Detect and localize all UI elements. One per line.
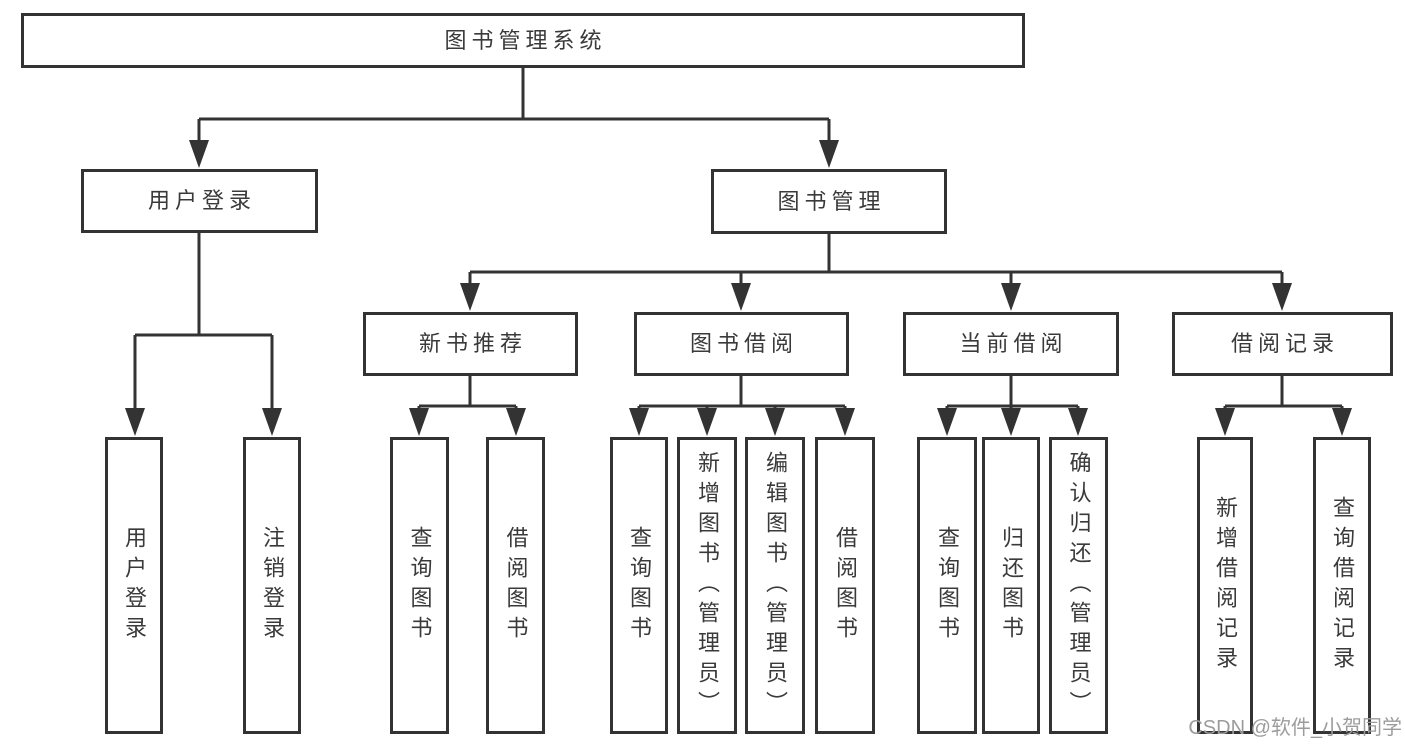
arrow-down-icon — [1068, 408, 1088, 436]
watermark: CSDN @软件_小贺同学 — [1188, 717, 1402, 739]
node-current-borrow: 当前借阅 — [903, 312, 1119, 376]
leaf-bb-query-books-label: 查询图书 — [627, 525, 652, 646]
leaf-bb-edit-books-admin-label: 编辑图书（管理员） — [763, 450, 788, 721]
arrow-down-icon — [1001, 408, 1021, 436]
node-current-borrow-label: 当前借阅 — [959, 331, 1068, 356]
leaf-cb-return-books-label: 归还图书 — [999, 525, 1024, 646]
leaf-br-query-record-label: 查询借阅记录 — [1330, 495, 1355, 676]
arrow-down-icon — [460, 283, 480, 311]
leaf-bb-borrow-books-label: 借阅图书 — [833, 525, 858, 646]
arrow-down-icon — [819, 140, 839, 168]
arrow-down-icon — [765, 408, 785, 436]
leaf-cb-confirm-return-admin-label: 确认归还（管理员） — [1066, 450, 1092, 721]
node-root: 图书管理系统 — [21, 13, 1025, 68]
leaf-nbr-query-books: 查询图书 — [390, 437, 449, 734]
leaf-user-login: 用户登录 — [105, 437, 163, 734]
arrowheads — [125, 140, 1352, 436]
leaf-user-login-label: 用户登录 — [122, 525, 147, 646]
leaf-bb-add-books-admin-label: 新增图书（管理员） — [695, 450, 720, 721]
leaf-bb-edit-books-admin: 编辑图书（管理员） — [745, 437, 805, 734]
node-root-label: 图书管理系统 — [444, 27, 607, 53]
node-new-book-recommend-label: 新书推荐 — [418, 331, 527, 356]
leaf-cb-confirm-return-admin: 确认归还（管理员） — [1049, 437, 1108, 734]
arrow-down-icon — [1272, 283, 1292, 311]
leaf-logout: 注销登录 — [243, 437, 301, 734]
leaf-nbr-query-books-label: 查询图书 — [407, 525, 433, 646]
node-user-login: 用户登录 — [81, 169, 318, 233]
node-book-borrow: 图书借阅 — [634, 312, 849, 376]
leaf-nbr-borrow-books: 借阅图书 — [486, 437, 545, 734]
leaf-nbr-borrow-books-label: 借阅图书 — [503, 525, 529, 646]
arrow-down-icon — [697, 408, 717, 436]
leaf-bb-query-books: 查询图书 — [610, 437, 668, 734]
leaf-br-add-record-label: 新增借阅记录 — [1213, 495, 1238, 676]
leaf-cb-return-books: 归还图书 — [982, 437, 1040, 734]
arrow-down-icon — [629, 408, 649, 436]
leaf-logout-label: 注销登录 — [260, 525, 285, 646]
node-book-management: 图书管理 — [711, 169, 947, 234]
node-borrow-records: 借阅记录 — [1172, 312, 1393, 376]
arrow-down-icon — [1332, 408, 1352, 436]
arrow-down-icon — [1215, 408, 1235, 436]
node-book-borrow-label: 图书借阅 — [689, 331, 798, 356]
leaf-br-query-record: 查询借阅记录 — [1313, 437, 1371, 734]
node-book-management-label: 图书管理 — [777, 188, 886, 214]
connector-stems — [133, 67, 1344, 412]
arrow-down-icon — [937, 408, 957, 436]
arrow-down-icon — [1001, 283, 1021, 311]
leaf-cb-query-books-label: 查询图书 — [935, 525, 960, 646]
leaf-br-add-record: 新增借阅记录 — [1197, 437, 1253, 734]
node-new-book-recommend: 新书推荐 — [363, 312, 578, 376]
arrow-down-icon — [409, 408, 429, 436]
leaf-bb-borrow-books: 借阅图书 — [815, 437, 875, 734]
node-user-login-label: 用户登录 — [147, 188, 256, 213]
arrow-down-icon — [731, 283, 751, 311]
arrow-down-icon — [189, 140, 209, 168]
arrow-down-icon — [506, 408, 526, 436]
leaf-bb-add-books-admin: 新增图书（管理员） — [677, 437, 737, 734]
arrow-down-icon — [125, 408, 145, 436]
leaf-cb-query-books: 查询图书 — [917, 437, 977, 734]
arrow-down-icon — [835, 408, 855, 436]
arrow-down-icon — [262, 408, 282, 436]
node-borrow-records-label: 借阅记录 — [1230, 331, 1339, 356]
